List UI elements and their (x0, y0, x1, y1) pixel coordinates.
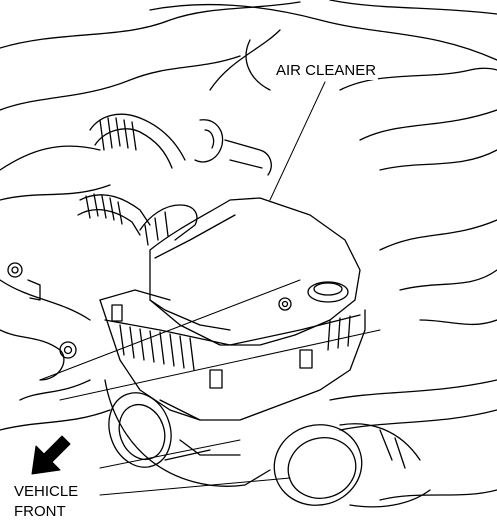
outlet-hose (273, 423, 431, 508)
vehicle-front-line2: FRONT (14, 503, 66, 520)
leader-lines (39, 81, 381, 496)
inlet-snorkel (108, 392, 211, 468)
fasteners (7, 262, 77, 359)
arrow-down-left-icon (31, 435, 71, 475)
vehicle-front-label: VEHICLE FRONT (12, 482, 80, 522)
vehicle-front-line1: VEHICLE (14, 483, 79, 500)
air-cleaner-label: AIR CLEANER (274, 62, 379, 80)
intake-hose (77, 113, 272, 236)
background-body-lines (0, 0, 497, 501)
air-cleaner-housing (99, 197, 366, 487)
